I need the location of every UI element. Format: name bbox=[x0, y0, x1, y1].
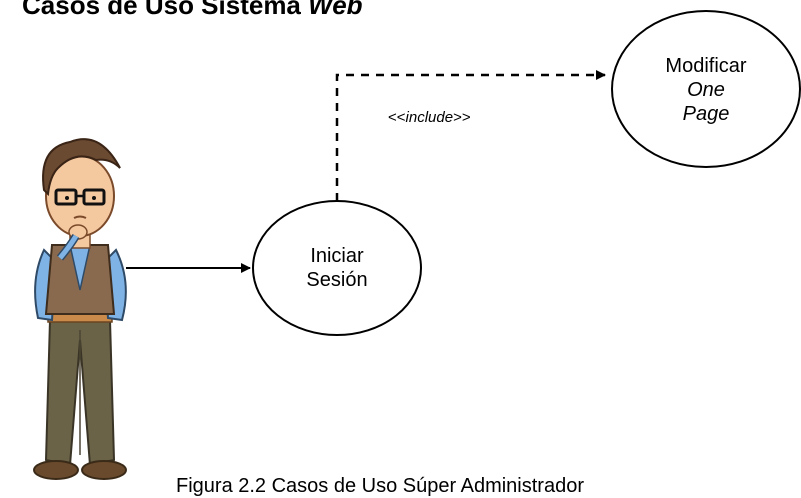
actor-figure bbox=[33, 138, 127, 480]
title-emphasis: Web bbox=[308, 0, 363, 20]
label-line-1: Iniciar bbox=[310, 245, 364, 267]
label-line-2: One bbox=[687, 79, 725, 101]
title-main: Casos de Uso Sistema bbox=[22, 0, 309, 20]
use-case-label-iniciar-sesion: Iniciar Sesión bbox=[283, 244, 391, 292]
stereotype-keyword: include bbox=[405, 109, 454, 126]
include-stereotype: <<include>> bbox=[388, 109, 471, 126]
use-case-modificar-one-page[interactable] bbox=[611, 10, 801, 168]
label-line-2: Sesión bbox=[306, 269, 368, 291]
stereotype-close: >> bbox=[453, 109, 471, 126]
figure-caption: Figura 2.2 Casos de Uso Súper Administra… bbox=[176, 475, 584, 497]
label-line-1: Modificar bbox=[665, 55, 747, 77]
stereotype-open: << bbox=[388, 109, 406, 126]
label-line-3: Page bbox=[682, 103, 730, 125]
diagram-title: Casos de Uso Sistema Web bbox=[22, 0, 363, 20]
use-case-label-modificar-one-page: Modificar One Page bbox=[650, 54, 762, 126]
include-relation-line bbox=[335, 70, 606, 201]
